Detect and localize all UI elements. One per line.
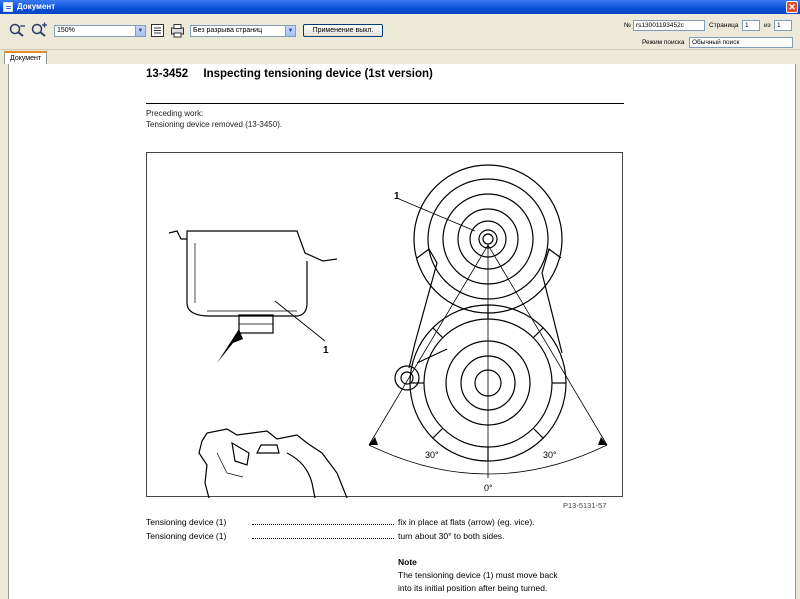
angle-label-right: 30° — [543, 450, 557, 460]
document-page: 13-3452 Inspecting tensioning device (1s… — [9, 64, 795, 599]
step-action: turn about 30° to both sides. — [398, 531, 505, 541]
apply-button[interactable]: Применение выкл. — [303, 24, 383, 37]
doc-number-field[interactable]: rs13001193452c — [633, 20, 705, 31]
title-divider — [146, 103, 624, 104]
zoom-select[interactable]: 150% ▼ — [54, 25, 146, 37]
window-title: Документ — [17, 2, 56, 11]
document-window-icon — [3, 2, 13, 12]
search-mode-label: Режим поиска — [642, 39, 685, 46]
leader-dots — [252, 524, 394, 525]
tensioning-device-drawing: 1 1 30° 30° 0° — [168, 164, 608, 498]
document-title: Inspecting tensioning device (1st versio… — [203, 68, 433, 80]
document-number: 13-3452 — [146, 68, 189, 80]
preceding-work-label: Preceding work: — [146, 109, 204, 118]
zoom-in-icon[interactable] — [30, 22, 48, 38]
figure-reference: P13-5131-57 — [563, 501, 607, 510]
toolbar: 150% ▼ Без разрыва страниц ▼ Применение … — [0, 14, 800, 50]
angle-label-center: 0° — [484, 483, 493, 493]
note-text-line2: into its initial position after being tu… — [398, 583, 548, 593]
page-current-field[interactable]: 1 — [742, 20, 760, 31]
tab-bar: Документ — [0, 50, 800, 64]
note-heading: Note — [398, 557, 417, 567]
preceding-work: Preceding work: Tensioning device remove… — [146, 108, 282, 130]
zoom-value: 150% — [57, 27, 75, 34]
preceding-work-item: Tensioning device removed (13-3450). — [146, 120, 283, 129]
page-view-icon[interactable] — [150, 23, 168, 39]
view-mode-value: Без разрыва страниц — [193, 27, 263, 34]
page-label: Страница — [709, 22, 739, 29]
search-mode-field[interactable]: Обычный поиск — [689, 37, 793, 48]
callout-1-right: 1 — [394, 191, 400, 202]
leader-dots — [252, 538, 394, 539]
print-icon[interactable] — [170, 23, 188, 39]
view-mode-select[interactable]: Без разрыва страниц ▼ — [190, 25, 296, 37]
technical-illustration: 1 1 30° 30° 0° — [146, 152, 623, 498]
title-bar: Документ ✕ — [0, 0, 800, 14]
arrow-icon — [217, 329, 243, 363]
note-text-line1: The tensioning device (1) must move back — [398, 570, 558, 580]
chevron-down-icon[interactable]: ▼ — [285, 26, 295, 36]
doc-number-label: № — [624, 22, 631, 29]
step-part: Tensioning device (1) — [146, 517, 227, 527]
callout-1-left: 1 — [323, 345, 329, 356]
document-viewport[interactable]: 13-3452 Inspecting tensioning device (1s… — [8, 64, 796, 599]
step-action: fix in place at flats (arrow) (eg. vice)… — [398, 517, 535, 527]
step-part: Tensioning device (1) — [146, 531, 227, 541]
close-button[interactable]: ✕ — [786, 1, 798, 13]
page-of-label: из — [764, 22, 771, 29]
tab-document[interactable]: Документ — [4, 51, 48, 64]
note-block: Note The tensioning device (1) must move… — [398, 556, 628, 595]
zoom-out-icon[interactable] — [8, 22, 26, 38]
page-title: 13-3452 Inspecting tensioning device (1s… — [146, 68, 433, 80]
page-total-field: 1 — [774, 20, 792, 31]
chevron-down-icon[interactable]: ▼ — [135, 26, 145, 36]
angle-label-left: 30° — [425, 450, 439, 460]
